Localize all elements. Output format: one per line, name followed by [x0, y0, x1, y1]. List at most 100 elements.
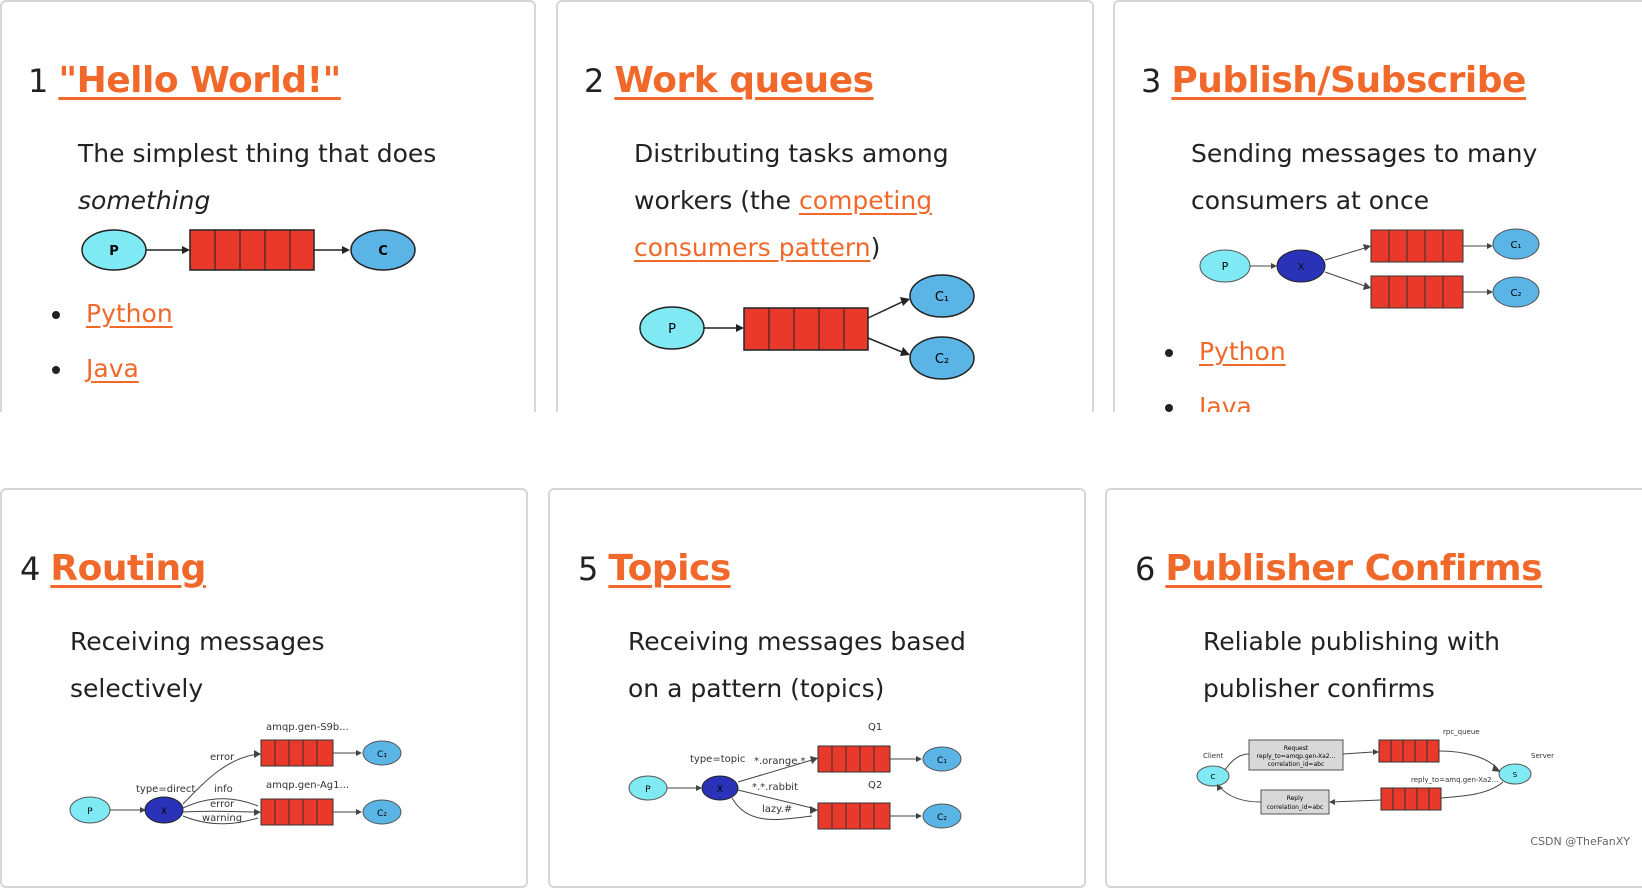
svg-text:Server: Server [1531, 752, 1554, 760]
consumers-pattern-link[interactable]: consumers pattern [634, 233, 871, 262]
card-description: Receiving messages selectively [70, 627, 325, 703]
card-number: 1 [28, 62, 49, 100]
svg-text:error: error [210, 752, 235, 763]
svg-text:P: P [668, 322, 676, 337]
consumer-node-2 [922, 803, 962, 829]
svg-text:C₂: C₂ [1511, 288, 1522, 299]
reply-message [1260, 789, 1330, 815]
competing-link[interactable]: competing [798, 186, 933, 215]
svg-text:C₁: C₁ [377, 750, 387, 760]
queue [743, 307, 869, 351]
svg-text:C₁: C₁ [937, 756, 947, 766]
svg-text:Reply: Reply [1287, 795, 1304, 802]
exchange-node [701, 775, 739, 801]
routing-diagram: amqp.gen-S9b... amqp.gen-Ag1... type=dir… [69, 722, 402, 826]
consumer-node-1 [362, 740, 402, 766]
svg-text:Request: Request [1284, 745, 1309, 752]
card-number: 6 [1135, 550, 1156, 588]
queue-2 [817, 802, 891, 830]
svg-text:type=topic: type=topic [690, 754, 745, 765]
queue-1 [260, 739, 334, 767]
publish-subscribe-diagram: P X C₁ C₂ [1199, 228, 1540, 309]
queue-1 [817, 745, 891, 773]
exchange-node [1276, 249, 1326, 283]
topics-diagram: Q1 Q2 type=topic P X *.orange.* *.*.rabb… [628, 722, 962, 830]
server-node [1498, 763, 1532, 785]
consumer-node-1 [909, 274, 975, 318]
watermark: CSDN @TheFanXY [1530, 835, 1630, 848]
svg-text:P: P [109, 244, 119, 259]
svg-text:S: S [1513, 771, 1518, 779]
tutorial-link-topics[interactable]: Topics [608, 548, 731, 589]
svg-text:Client: Client [1203, 752, 1224, 760]
svg-text:X: X [161, 807, 167, 817]
card-number: 3 [1141, 62, 1162, 100]
consumer-node [350, 229, 416, 271]
consumer-node-2 [362, 799, 402, 825]
svg-text:amqp.gen-Ag1...: amqp.gen-Ag1... [266, 780, 349, 791]
consumer-node-1 [922, 746, 962, 772]
svg-text:amqp.gen-S9b...: amqp.gen-S9b... [266, 722, 349, 733]
svg-text:C₁: C₁ [1511, 240, 1522, 251]
svg-text:X: X [717, 785, 723, 795]
svg-text:C: C [1211, 773, 1216, 781]
section-gap [0, 412, 1642, 484]
card-title: 1"Hello World!" [28, 60, 341, 101]
svg-text:*.*.rabbit: *.*.rabbit [752, 782, 798, 793]
request-message [1248, 739, 1344, 771]
svg-text:Q1: Q1 [868, 722, 882, 733]
publisher-confirms-diagram: Client Server rpc_queue reply_to=amq.gen… [1196, 728, 1554, 815]
card-number: 4 [20, 550, 41, 588]
svg-text:reply_to=amq.gen-Xa2...: reply_to=amq.gen-Xa2... [1411, 776, 1498, 784]
card-description: The simplest thing that does something [78, 139, 437, 215]
svg-text:Q2: Q2 [868, 780, 882, 791]
card-description: Reliable publishing with publisher confi… [1203, 627, 1500, 703]
tutorial-link-routing[interactable]: Routing [50, 548, 206, 589]
card-description: Distributing tasks among workers (the co… [634, 139, 949, 262]
svg-text:P: P [645, 785, 651, 795]
list-item: Python [1165, 332, 1286, 387]
svg-text:rpc_queue: rpc_queue [1443, 728, 1480, 736]
svg-text:type=direct: type=direct [136, 784, 195, 795]
client-node [1196, 765, 1230, 787]
java-link[interactable]: Java [86, 354, 139, 383]
list-item: Java [52, 349, 173, 404]
python-link[interactable]: Python [86, 299, 173, 328]
reply-queue [1380, 787, 1442, 811]
exchange-node [144, 796, 184, 824]
svg-text:C₁: C₁ [935, 290, 949, 305]
card-number: 2 [584, 62, 605, 100]
queue [189, 229, 315, 271]
card-description: Receiving messages based on a pattern (t… [628, 627, 966, 703]
work-queues-diagram: P C₁ C₂ [639, 274, 975, 380]
language-links: Python Java [52, 294, 173, 404]
svg-text:P: P [87, 807, 93, 817]
queue-2 [1370, 275, 1464, 309]
svg-text:C: C [378, 244, 388, 259]
card-number: 5 [578, 550, 599, 588]
svg-text:C₂: C₂ [937, 813, 947, 823]
tutorial-link-publisher-confirms[interactable]: Publisher Confirms [1165, 548, 1543, 589]
consumer-node-1 [1492, 228, 1540, 260]
svg-text:reply_to=amqp.gen-Xa2...: reply_to=amqp.gen-Xa2... [1257, 753, 1336, 760]
svg-text:warning: warning [202, 813, 242, 824]
python-link[interactable]: Python [1199, 337, 1286, 366]
consumer-node-2 [909, 336, 975, 380]
svg-text:correlation_id=abc: correlation_id=abc [1268, 761, 1324, 768]
tutorial-link-hello-world[interactable]: "Hello World!" [58, 60, 341, 101]
tutorial-link-work-queues[interactable]: Work queues [614, 60, 874, 101]
consumer-node-2 [1492, 276, 1540, 308]
hello-world-diagram: P C [81, 229, 416, 271]
tutorial-link-publish-subscribe[interactable]: Publish/Subscribe [1171, 60, 1526, 101]
svg-text:X: X [1298, 262, 1305, 273]
queue-2 [260, 798, 334, 826]
svg-text:C₂: C₂ [935, 352, 949, 367]
